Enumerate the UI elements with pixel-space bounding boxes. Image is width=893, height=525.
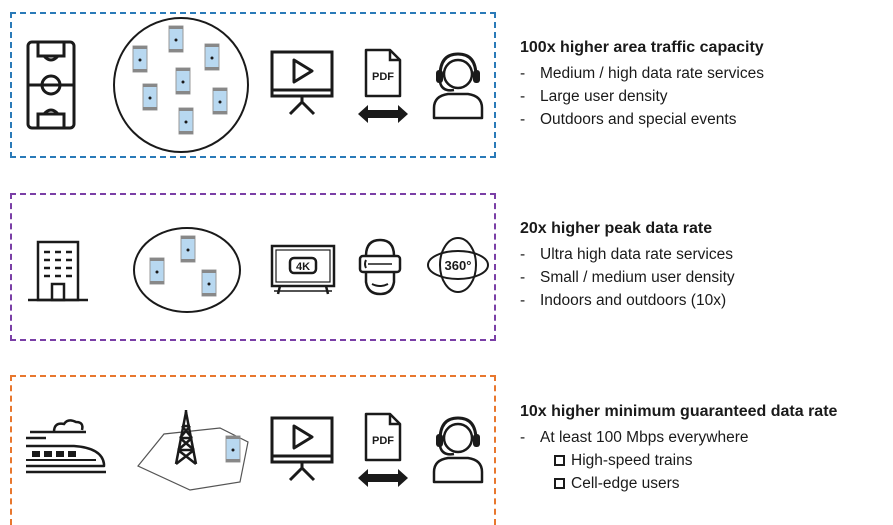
tv-4k-label: 4K [296, 261, 310, 273]
row3-frame [10, 375, 496, 525]
crowd-circle-icon [112, 16, 250, 154]
list-item: -Indoors and outdoors (10x) [520, 292, 727, 309]
vr-360-label: 360° [445, 258, 472, 273]
train-icon [24, 418, 106, 474]
list-item: -Outdoors and special events [520, 111, 737, 128]
list-item: -At least 100 Mbps everywhere [520, 429, 749, 446]
sub-list-item: Cell-edge users [520, 472, 837, 495]
row1-title: 100x higher area traffic capacity [520, 39, 764, 56]
headset-user-icon [430, 50, 486, 120]
video-presentation-icon [270, 416, 334, 482]
small-crowd-circle-icon [132, 226, 242, 314]
row1-description: 100x higher area traffic capacity -Mediu… [520, 38, 764, 131]
phone-icon [225, 435, 241, 463]
row3-description: 10x higher minimum guaranteed data rate … [520, 402, 837, 495]
row3-bullet-list: -At least 100 Mbps everywhere High-speed… [520, 426, 837, 495]
vr-360-icon: 360° [426, 236, 490, 294]
stadium-icon [26, 40, 76, 130]
phone-icon [168, 25, 184, 53]
row2-frame [10, 193, 496, 341]
sub-list-item: High-speed trains [520, 449, 837, 472]
row2-bullet-list: -Ultra high data rate services -Small / … [520, 243, 735, 312]
building-icon [28, 240, 88, 302]
pdf-transfer-icon: PDF [356, 412, 410, 488]
checkbox-bullet-icon [554, 478, 565, 489]
pdf-transfer-icon: PDF [356, 48, 410, 124]
pdf-label: PDF [372, 435, 394, 447]
phone-icon [180, 235, 196, 263]
row1-bullet-list: -Medium / high data rate services -Large… [520, 62, 764, 131]
cell-tower-icon [136, 408, 254, 492]
row1-frame [10, 12, 496, 158]
tv-4k-icon: 4K [270, 244, 336, 296]
list-item: -Small / medium user density [520, 269, 735, 286]
vr-headset-icon [358, 238, 402, 296]
list-item: -Large user density [520, 88, 668, 105]
video-presentation-icon [270, 50, 334, 116]
pdf-label: PDF [372, 71, 394, 83]
checkbox-bullet-icon [554, 455, 565, 466]
list-item: -Medium / high data rate services [520, 65, 764, 82]
list-item: -Ultra high data rate services [520, 246, 733, 263]
row2-title: 20x higher peak data rate [520, 220, 713, 237]
row2-description: 20x higher peak data rate -Ultra high da… [520, 219, 735, 312]
row3-title: 10x higher minimum guaranteed data rate [520, 403, 838, 420]
headset-user-icon [430, 414, 486, 484]
